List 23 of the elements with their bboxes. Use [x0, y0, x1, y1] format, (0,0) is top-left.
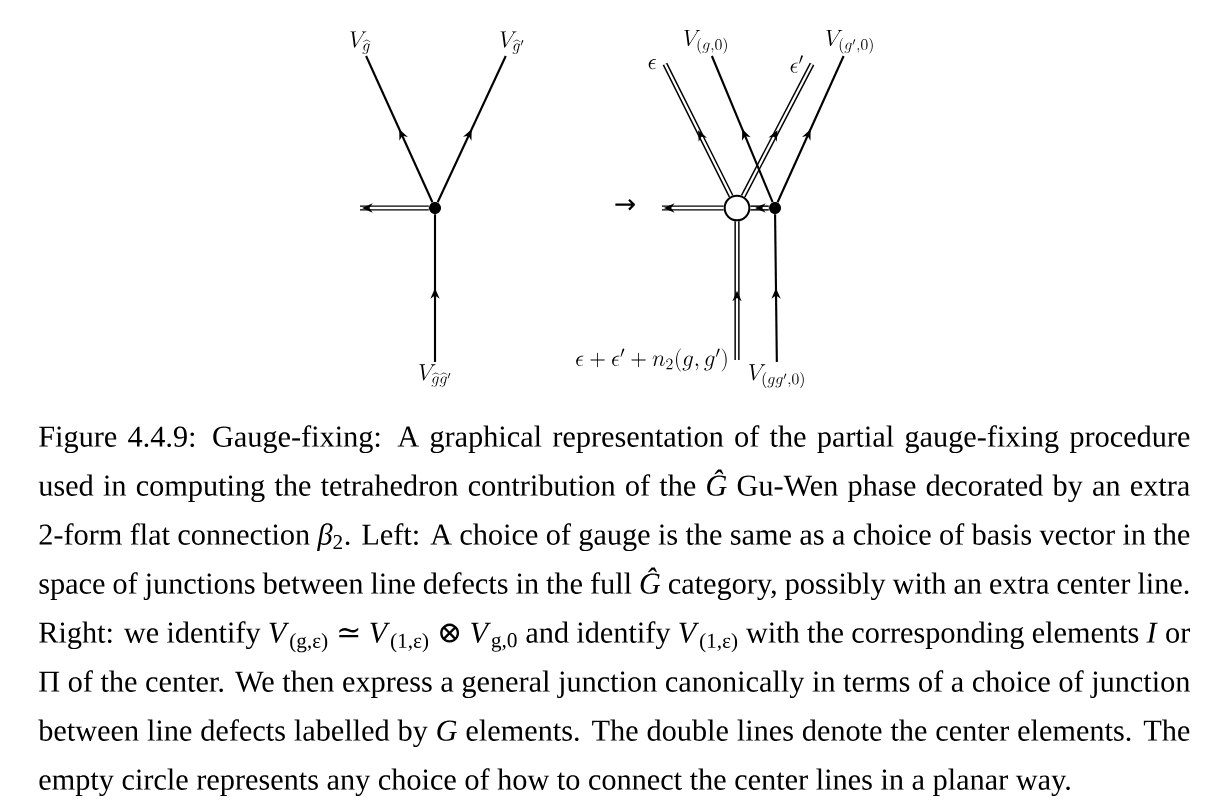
- line-defect: [430, 214, 440, 362]
- line-label: $V_{\widehat{g}\widehat{g}'}$: [419, 364, 451, 387]
- double-line: [662, 203, 724, 213]
- caption-text: Figure 4.4.9: Gauge-fixing: A graphical representation of the partial gauge-fixing procedure used in computing the tetrahedron contribution of the Ĝ Gu-Wen phase decorated by an extra 2-form flat connection β$_{2}$. Left: A choice of gauge is the same as a choice of basis vector in the space of junctions between line defects in the full Ĝ category, possibly with an extra center line. Right: we identify V$_{(g,ε)}$ ≃ V$_{(1,ε)}$ ⊗ V$_{g,0}$ and identify V$_{(1,ε)}$ with the corresponding elements I or Π of the center. We then express a general junction canonically in terms of a choice of junction between line defects labelled by G elements. The double lines denote the center elements. The empty circle represents any choice of how to connect the center lines in a planar way.: [38, 425, 1190, 797]
- line-defect: [436, 55, 507, 203]
- line-label: $V_{(gg',0)}$: [749, 364, 804, 389]
- double-line: [662, 62, 734, 198]
- line-defect: [710, 55, 774, 203]
- double-line: [732, 221, 742, 360]
- line-label: $\epsilon+\epsilon'+n_2(g,g')$: [576, 348, 727, 372]
- double-line: [740, 62, 815, 198]
- line-defect: [771, 214, 781, 362]
- line-label: $\epsilon$: [648, 59, 657, 70]
- line-label: $V_{(g',0)}$: [826, 29, 873, 54]
- transform-arrow: →: [615, 199, 635, 211]
- double-line: [750, 203, 769, 213]
- line-label: $V_{(g,0)}$: [684, 29, 727, 54]
- double-line: [360, 203, 429, 213]
- line-defect: [776, 55, 845, 203]
- line-label: $V_{\widehat{g}}$: [350, 31, 371, 54]
- line-defect: [365, 55, 434, 203]
- line-label: $\epsilon'$: [790, 55, 803, 73]
- line-label: $V_{\widehat{g}'}$: [500, 31, 524, 54]
